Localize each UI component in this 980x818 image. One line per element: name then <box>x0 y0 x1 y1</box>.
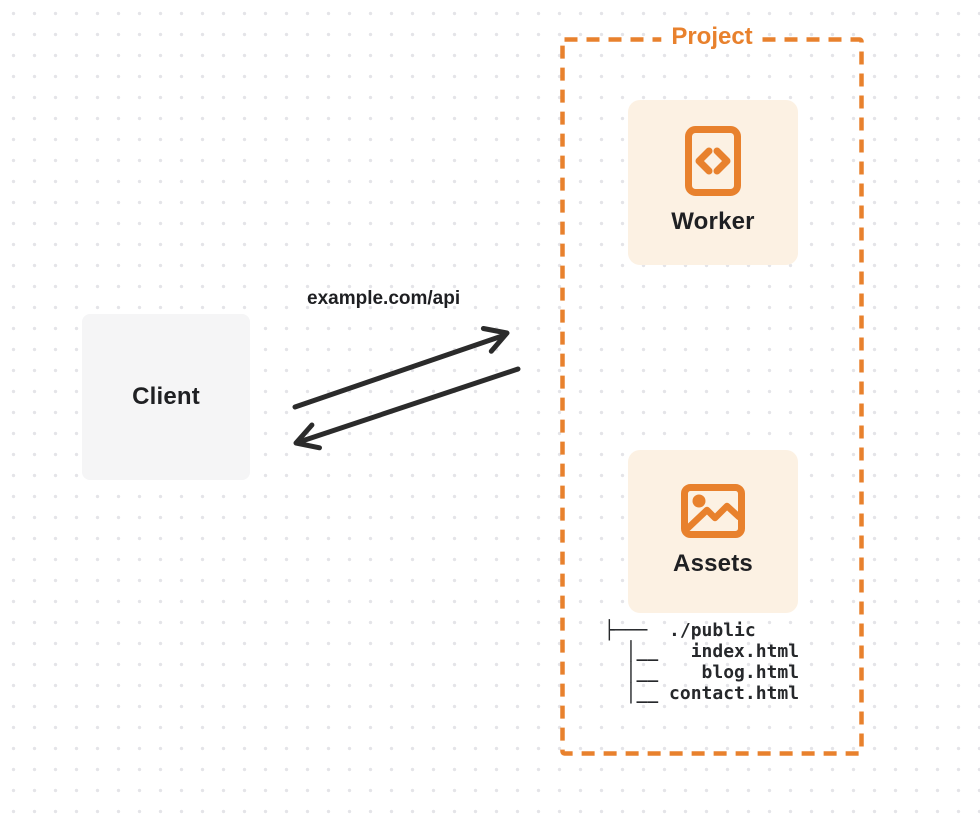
client-node: Client <box>82 314 250 480</box>
request-arrow-head <box>480 326 510 354</box>
file-tree-line-contact: │__ contact.html <box>604 683 800 704</box>
file-tree-line-public: ├─── ./public <box>604 620 756 641</box>
file-tree-line-index: │__ index.html <box>604 641 800 662</box>
assets-label: Assets <box>673 550 753 577</box>
project-container: Project <box>560 21 864 756</box>
file-tree-line-blog: │__ blog.html <box>604 662 800 683</box>
file-tree: ├─── ./public │__ index.html │__ blog.ht… <box>604 620 799 704</box>
client-label: Client <box>132 383 200 410</box>
response-arrow-line <box>296 366 521 445</box>
image-icon <box>681 484 745 538</box>
project-title: Project <box>661 21 763 53</box>
request-url-label: example.com/api <box>307 288 461 309</box>
response-arrow-head <box>293 422 322 451</box>
code-document-icon <box>685 126 741 196</box>
worker-node: Worker <box>628 100 798 265</box>
request-arrow-line <box>292 332 508 410</box>
worker-label: Worker <box>671 208 755 235</box>
assets-node: Assets <box>628 450 798 613</box>
